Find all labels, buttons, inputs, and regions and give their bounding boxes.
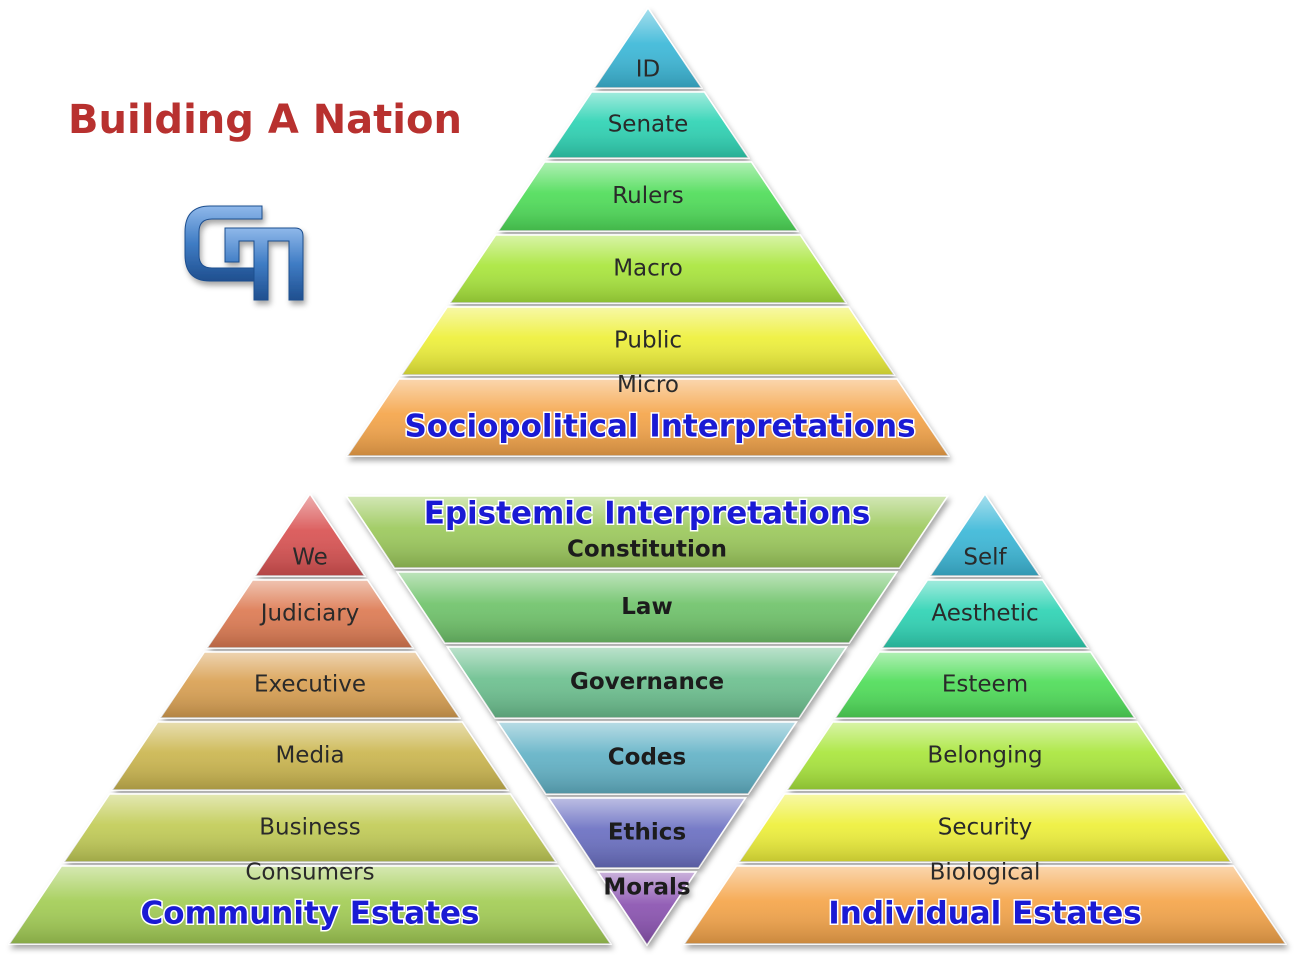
- individual-caption: Individual Estates: [828, 896, 1142, 932]
- individual-tier-sheen: [930, 494, 1040, 576]
- individual-tier-label: Security: [938, 815, 1032, 841]
- community-caption: Community Estates: [141, 896, 480, 932]
- sociopolitical-tier-label: Public: [614, 328, 682, 354]
- sociopolitical-tier-label: Macro: [613, 256, 683, 282]
- epistemic-tier-sheen: [548, 798, 746, 868]
- individual-tier-label: Self: [963, 545, 1007, 571]
- epistemic-caption: Epistemic Interpretations: [424, 496, 871, 532]
- individual-tier-sheen: [739, 794, 1231, 862]
- sociopolitical-tier-label: ID: [636, 57, 661, 83]
- community-tier-label: Judiciary: [259, 601, 360, 627]
- sociopolitical-tier-label: Micro: [617, 372, 679, 398]
- individual-estates-pyramid: SelfAestheticEsteemBelongingSecurityBiol…: [682, 492, 1288, 945]
- individual-tier-label: Biological: [930, 860, 1041, 886]
- community-tier-label: Executive: [254, 672, 366, 698]
- sociopolitical-tier-sheen: [450, 235, 846, 303]
- individual-tier-sheen: [787, 722, 1183, 790]
- epistemic-tier-label: Law: [621, 594, 672, 620]
- individual-tier-sheen: [835, 652, 1135, 718]
- logo-icon: [184, 205, 304, 301]
- epistemic-tier-sheen: [397, 572, 897, 643]
- community-estates-pyramid: WeJudiciaryExecutiveMediaBusinessConsume…: [7, 492, 613, 945]
- community-tier-label: Media: [275, 743, 344, 769]
- epistemic-tier-sheen: [346, 496, 948, 568]
- individual-tier-sheen: [882, 580, 1088, 648]
- epistemic-tier-sheen: [447, 647, 847, 718]
- epistemic-tier-sheen: [598, 872, 696, 945]
- community-tier-sheen: [9, 866, 611, 944]
- community-tier-sheen: [255, 494, 365, 576]
- community-tier-sheen: [207, 580, 413, 648]
- community-tier-label: Consumers: [245, 860, 374, 886]
- epistemic-tier-label: Morals: [603, 875, 690, 901]
- epistemic-tier-label: Constitution: [567, 537, 727, 563]
- individual-tier-label: Esteem: [942, 672, 1028, 698]
- epistemic-tier-label: Codes: [608, 745, 686, 771]
- individual-tier-label: Belonging: [927, 743, 1042, 769]
- community-tier-sheen: [64, 794, 556, 862]
- community-tier-sheen: [160, 652, 460, 718]
- page-title: Building A Nation: [68, 97, 462, 143]
- sociopolitical-tier-label: Senate: [608, 112, 689, 138]
- epistemic-tier-label: Governance: [570, 669, 724, 695]
- sociopolitical-tier-sheen: [498, 162, 798, 231]
- sociopolitical-tier-sheen: [401, 307, 895, 375]
- sociopolitical-tier-sheen: [547, 92, 749, 158]
- sociopolitical-caption: Sociopolitical Interpretations: [404, 409, 915, 445]
- epistemic-inverted-pyramid: ConstitutionLawGovernanceCodesEthicsMora…: [344, 495, 950, 947]
- sociopolitical-tier-sheen: [594, 8, 702, 88]
- community-tier-label: We: [292, 545, 328, 571]
- community-tier-sheen: [112, 722, 508, 790]
- individual-tier-label: Aesthetic: [931, 601, 1038, 627]
- sociopolitical-tier-label: Rulers: [612, 183, 684, 209]
- sociopolitical-tier-sheen: [347, 379, 949, 456]
- community-tier-label: Business: [259, 815, 360, 841]
- individual-tier-sheen: [684, 866, 1286, 944]
- epistemic-tier-sheen: [497, 722, 797, 794]
- epistemic-tier-label: Ethics: [608, 820, 686, 846]
